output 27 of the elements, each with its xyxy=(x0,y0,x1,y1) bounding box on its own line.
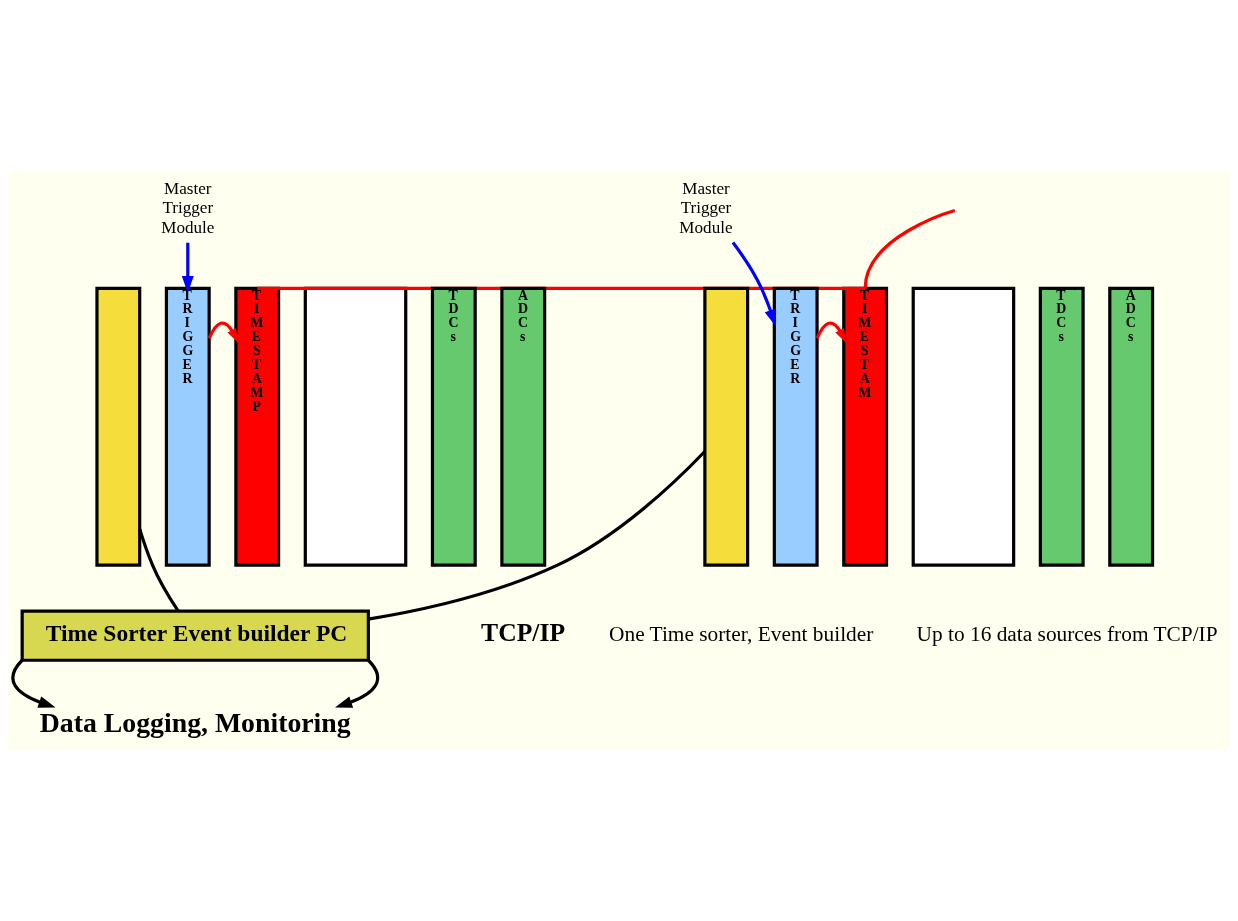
node-box: Time Sorter Event builder PC xyxy=(20,609,370,662)
connector xyxy=(863,208,956,289)
arrow xyxy=(815,321,846,343)
arrow xyxy=(731,241,777,327)
label: Up to 16 data sources from TCP/IP xyxy=(916,621,1218,646)
node-text: Data Logging, Monitoring xyxy=(39,706,351,738)
arrow xyxy=(207,321,239,343)
node-box xyxy=(95,286,142,567)
node-box xyxy=(911,286,1016,567)
node-box: TRIGGER xyxy=(772,286,819,567)
node-box: ADCs xyxy=(500,286,547,567)
node-box: ADCs xyxy=(1108,286,1155,567)
node-box: TIMESTAMP xyxy=(234,286,281,567)
label: One Time sorter, Event builder xyxy=(609,621,874,646)
node-box: TDCs xyxy=(1038,286,1085,567)
arrow xyxy=(11,658,56,708)
arrow xyxy=(181,242,194,293)
node-text: Master Trigger Module xyxy=(161,178,215,237)
node-box: TRIGGER xyxy=(164,286,211,567)
node-text: Master Trigger Module xyxy=(679,178,733,237)
label: TCP/IP xyxy=(481,617,566,647)
node-box: TDCs xyxy=(430,286,477,567)
arrow xyxy=(335,658,380,708)
node-box xyxy=(703,286,750,567)
connector xyxy=(138,528,180,612)
node-box: TIMESTAM xyxy=(842,286,889,567)
connector xyxy=(368,449,706,621)
